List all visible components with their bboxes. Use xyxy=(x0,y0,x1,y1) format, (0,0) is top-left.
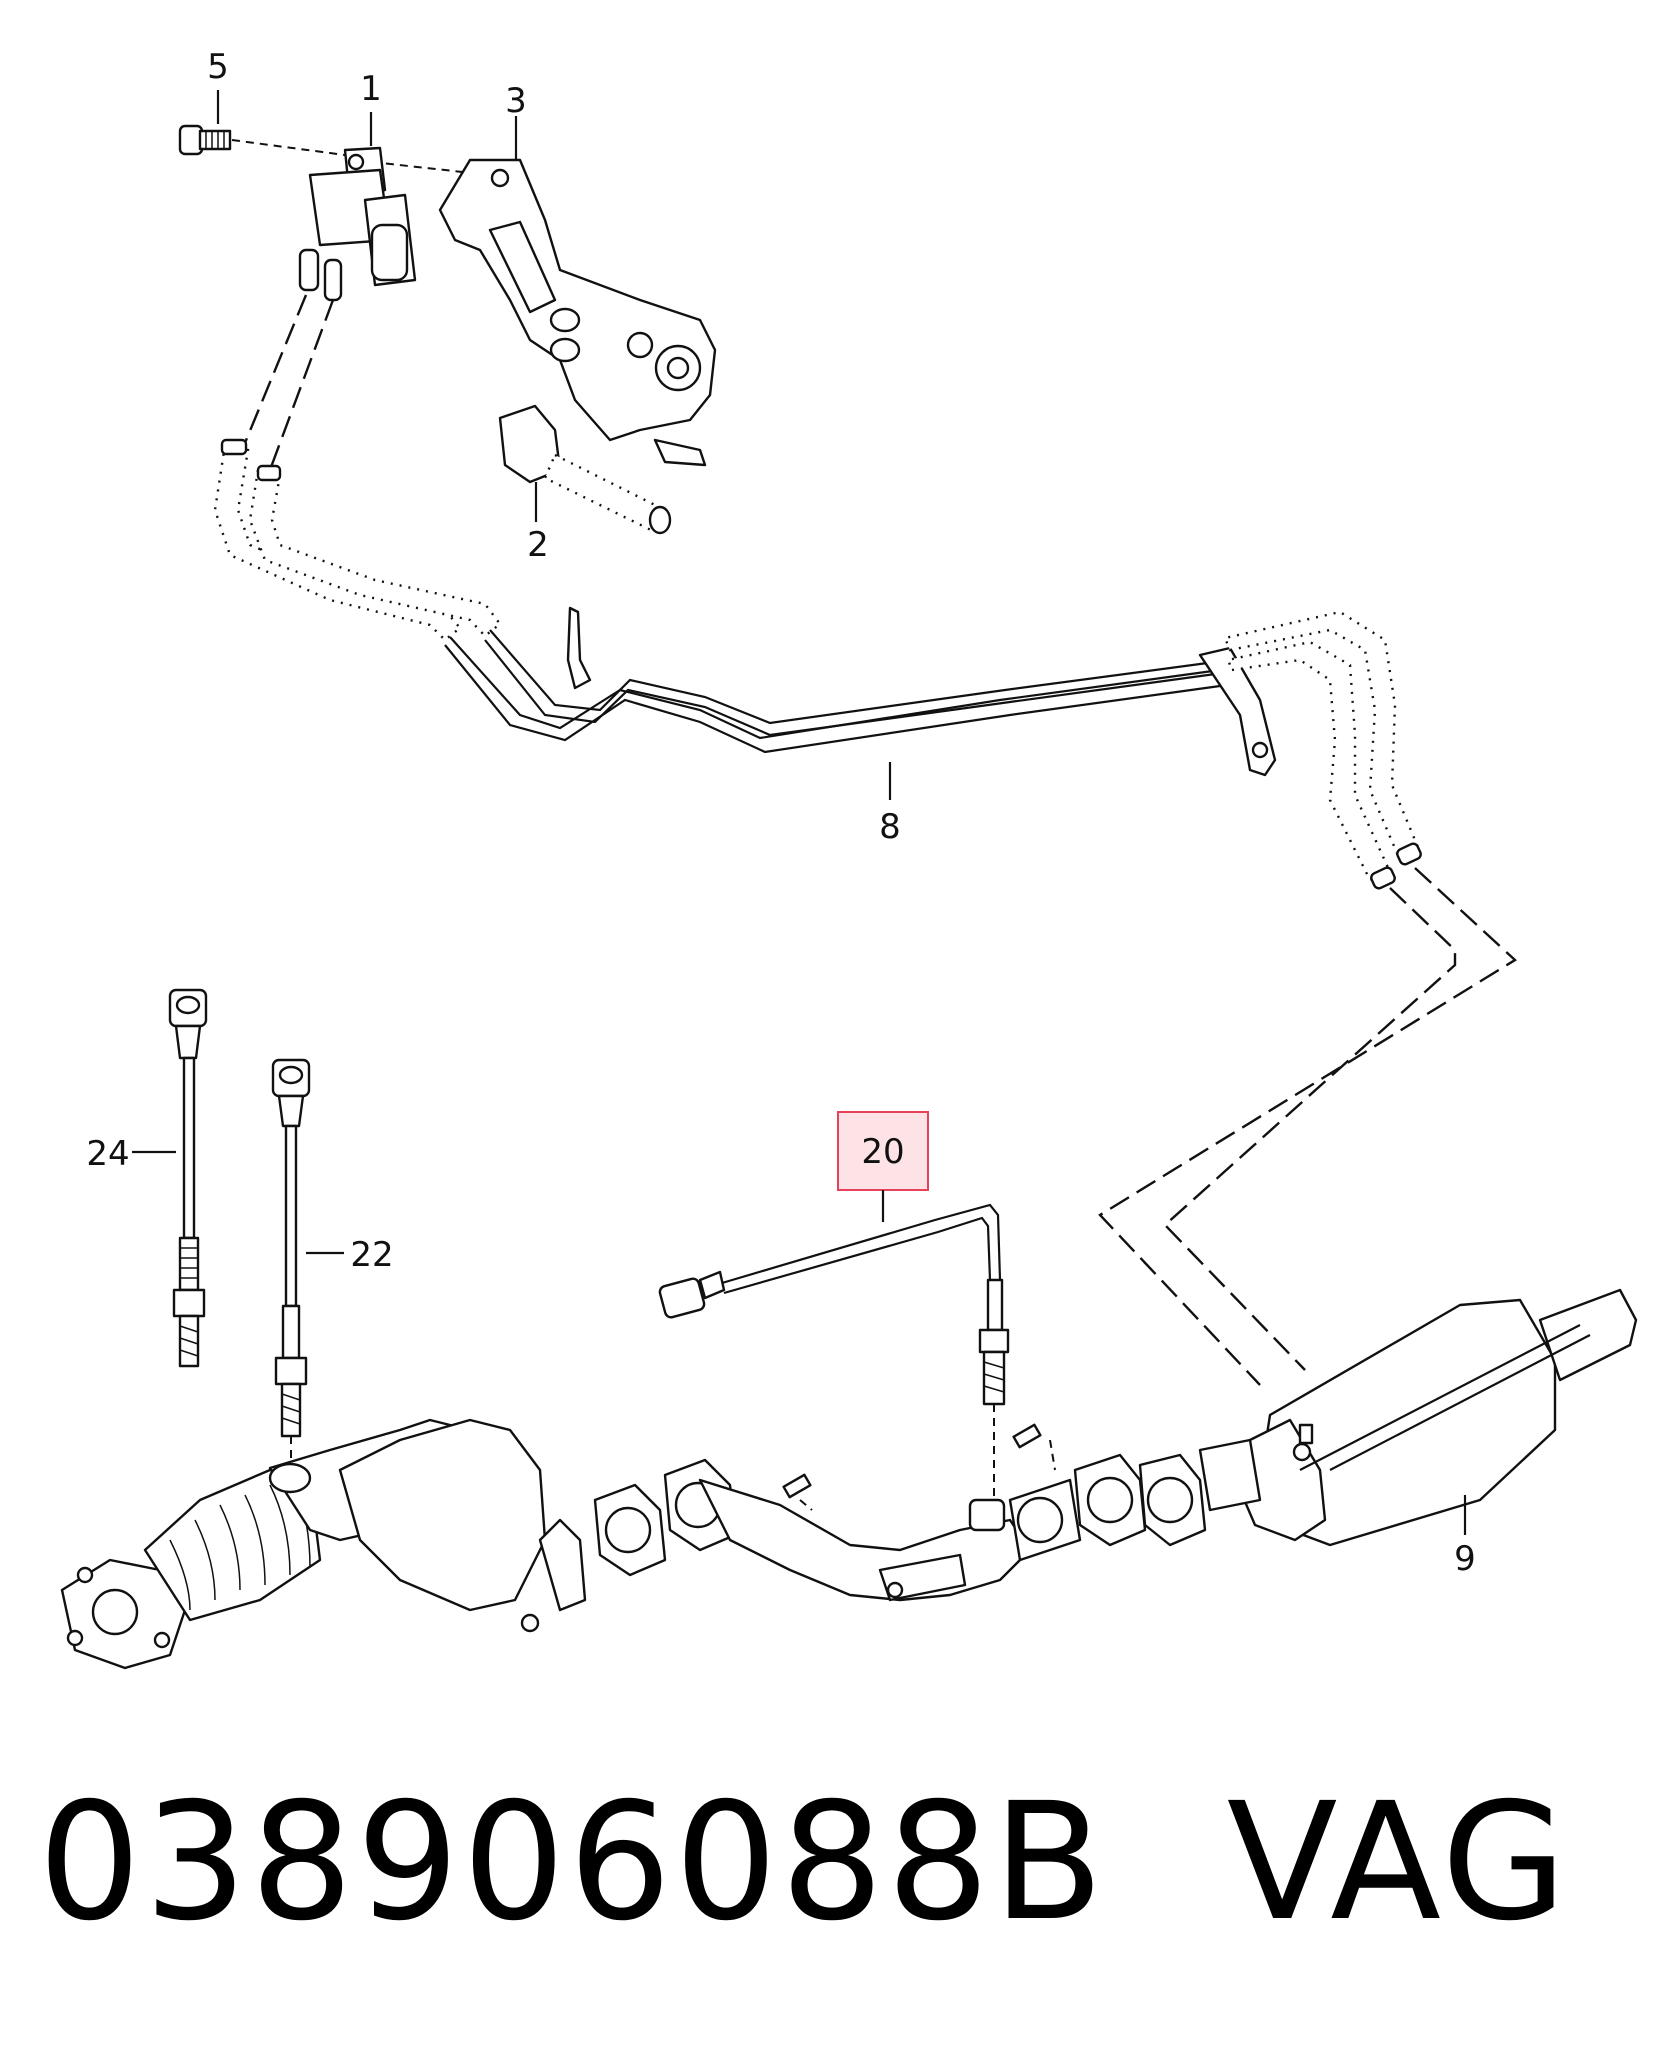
part-3-bracket xyxy=(438,158,717,467)
part-20-temperature-sender xyxy=(658,1203,1010,1406)
part-5-bolt xyxy=(178,124,232,156)
part-8-pipe-assembly xyxy=(213,438,1422,890)
hose-to-filter-dash-inner xyxy=(1163,887,1457,1371)
callout-9: 9 xyxy=(1454,1539,1476,1579)
part-22-temperature-sender xyxy=(271,1058,311,1438)
part-9-particulate-filter xyxy=(1238,1288,1638,1547)
hose-to-filter-dash-outer xyxy=(1098,867,1517,1386)
part-number: 038906088B xyxy=(38,1769,1107,1957)
callout-20: 20 xyxy=(861,1132,904,1172)
sensor-to-hose-dash-left xyxy=(238,294,308,456)
callout-5: 5 xyxy=(207,47,229,87)
callout-2: 2 xyxy=(527,525,549,565)
callout-24: 24 xyxy=(86,1134,129,1174)
part-1-pressure-sensor xyxy=(298,146,417,302)
part-24-temperature-sender xyxy=(168,988,208,1368)
exhaust-front-pipe-and-converter xyxy=(60,1418,1262,1670)
part-2-hose-clip xyxy=(498,404,672,535)
callout-22: 22 xyxy=(350,1235,393,1275)
brand: VAG xyxy=(1226,1769,1570,1957)
sensor-to-hose-dash-right xyxy=(268,299,335,471)
callout-8: 8 xyxy=(879,807,901,847)
callout-3: 3 xyxy=(505,81,527,121)
callout-1: 1 xyxy=(360,69,382,109)
